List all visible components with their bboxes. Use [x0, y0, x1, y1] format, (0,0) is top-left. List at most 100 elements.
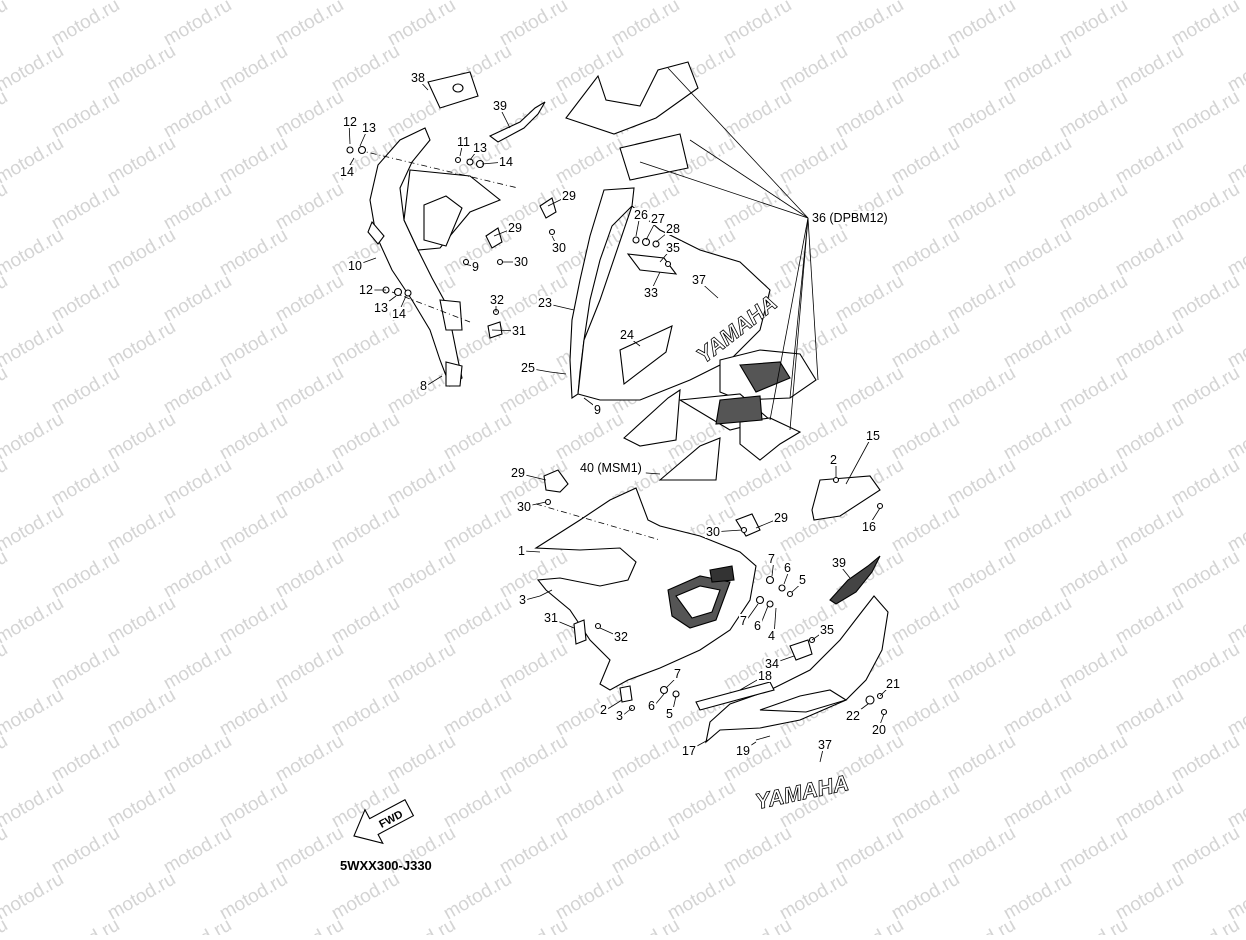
watermark-text: motod.ru — [0, 639, 11, 695]
watermark-text: motod.ru — [1224, 41, 1246, 97]
watermark-text: motod.ru — [1112, 317, 1187, 373]
callout-c12b: 12 — [358, 283, 386, 297]
watermark-text: motod.ru — [776, 869, 851, 925]
watermark-text: motod.ru — [1224, 317, 1246, 373]
watermark-text: motod.ru — [608, 823, 683, 879]
callout-c6b: 6 — [753, 605, 769, 633]
watermark-text: motod.ru — [888, 41, 963, 97]
callout-number: 13 — [374, 301, 388, 315]
callout-number: 22 — [846, 709, 860, 723]
callout-number: 2 — [830, 453, 837, 467]
callout-c31b: 31 — [543, 611, 575, 629]
callout-c10: 10 — [347, 257, 377, 273]
watermark-text: motod.ru — [720, 87, 795, 143]
watermark-text: motod.ru — [440, 501, 515, 557]
callout-number: 14 — [499, 155, 513, 169]
callout-c7c: 7 — [665, 667, 683, 689]
callout-bg — [829, 453, 839, 466]
callout-number: 36 (DPBM12) — [812, 211, 888, 225]
callout-c11: 11 — [456, 135, 473, 157]
callout-number: 3 — [616, 709, 623, 723]
watermark-text: motod.ru — [48, 179, 123, 235]
callout-bg — [361, 121, 378, 134]
callout-c5a: 5 — [791, 573, 808, 593]
watermark-text: motod.ru — [328, 409, 403, 465]
callout-c28: 28 — [655, 222, 682, 243]
watermark-text: motod.ru — [944, 87, 1019, 143]
watermark-text: motod.ru — [272, 915, 347, 935]
callout-number: 39 — [493, 99, 507, 113]
watermark-text: motod.ru — [216, 225, 291, 281]
callout-c26: 26 — [633, 208, 650, 237]
watermark-text: motod.ru — [832, 271, 907, 327]
callout-bg — [561, 189, 578, 202]
callout-bg — [511, 324, 528, 337]
callout-number: 13 — [362, 121, 376, 135]
callout-bg — [347, 259, 364, 272]
callout-number: 28 — [666, 222, 680, 236]
callout-number: 12 — [343, 115, 357, 129]
watermark-text: motod.ru — [0, 915, 11, 935]
watermark-text: motod.ru — [440, 685, 515, 741]
watermark-text: motod.ru — [440, 869, 515, 925]
watermark-text: motod.ru — [48, 455, 123, 511]
callout-bg — [757, 669, 774, 682]
callout-number: 37 — [818, 738, 832, 752]
callout-number: 7 — [768, 552, 775, 566]
callout-c2b: 2 — [599, 699, 623, 717]
callout-number: 7 — [740, 614, 747, 628]
callout-number: 16 — [862, 520, 876, 534]
watermark-text: motod.ru — [888, 685, 963, 741]
callout-bg — [817, 738, 834, 751]
side-cowl-23 — [569, 187, 771, 401]
callout-number: 35 — [820, 623, 834, 637]
watermark-text: motod.ru — [160, 547, 235, 603]
fasteners-center — [549, 236, 678, 375]
callout-leader — [845, 435, 873, 485]
watermark-text: motod.ru — [1056, 547, 1131, 603]
watermark-text: motod.ru — [832, 823, 907, 879]
callout-c16: 16 — [861, 507, 881, 534]
watermark-text: motod.ru — [48, 915, 123, 935]
callout-leader — [425, 375, 443, 387]
callout-bg — [471, 260, 481, 273]
watermark-text: motod.ru — [496, 271, 571, 327]
watermark-text: motod.ru — [888, 409, 963, 465]
callout-bg — [650, 212, 667, 225]
watermark-text: motod.ru — [944, 0, 1019, 50]
watermark-text: motod.ru — [1000, 133, 1075, 189]
watermark-text: motod.ru — [888, 501, 963, 557]
callout-number: 3 — [519, 593, 526, 607]
callout-number: 31 — [544, 611, 558, 625]
callout-c6c: 6 — [647, 693, 665, 713]
callout-c21: 21 — [879, 677, 902, 697]
callout-number: 17 — [682, 744, 696, 758]
callout-number: 10 — [348, 259, 362, 273]
callout-bg — [665, 707, 675, 720]
callout-number: 1 — [518, 544, 525, 558]
callout-number: 30 — [514, 255, 528, 269]
watermark-text: motod.ru — [1168, 87, 1243, 143]
watermark-text: motod.ru — [216, 317, 291, 373]
callout-c19: 19 — [735, 741, 757, 758]
diagram-code: 5WXX300-J330 — [340, 858, 432, 873]
watermark-text: motod.ru — [104, 133, 179, 189]
watermark-text: motod.ru — [0, 41, 67, 97]
callout-leader — [523, 550, 541, 553]
watermark-text: motod.ru — [1112, 225, 1187, 281]
callout-bg — [819, 623, 836, 636]
watermark-text: motod.ru — [552, 409, 627, 465]
axis-line-c — [535, 503, 661, 541]
watermark-text: motod.ru — [216, 777, 291, 833]
watermark-text: motod.ru — [1000, 317, 1075, 373]
callout-bg — [516, 500, 533, 513]
watermark-text: motod.ru — [216, 869, 291, 925]
callout-c6a: 6 — [783, 561, 793, 585]
watermark-text: motod.ru — [1168, 363, 1243, 419]
watermark-text: motod.ru — [720, 179, 795, 235]
watermark-text: motod.ru — [272, 731, 347, 787]
watermark-text: motod.ru — [776, 41, 851, 97]
callout-c39a: 39 — [492, 99, 511, 129]
watermark-text: motod.ru — [944, 731, 1019, 787]
callout-bg — [767, 629, 777, 642]
